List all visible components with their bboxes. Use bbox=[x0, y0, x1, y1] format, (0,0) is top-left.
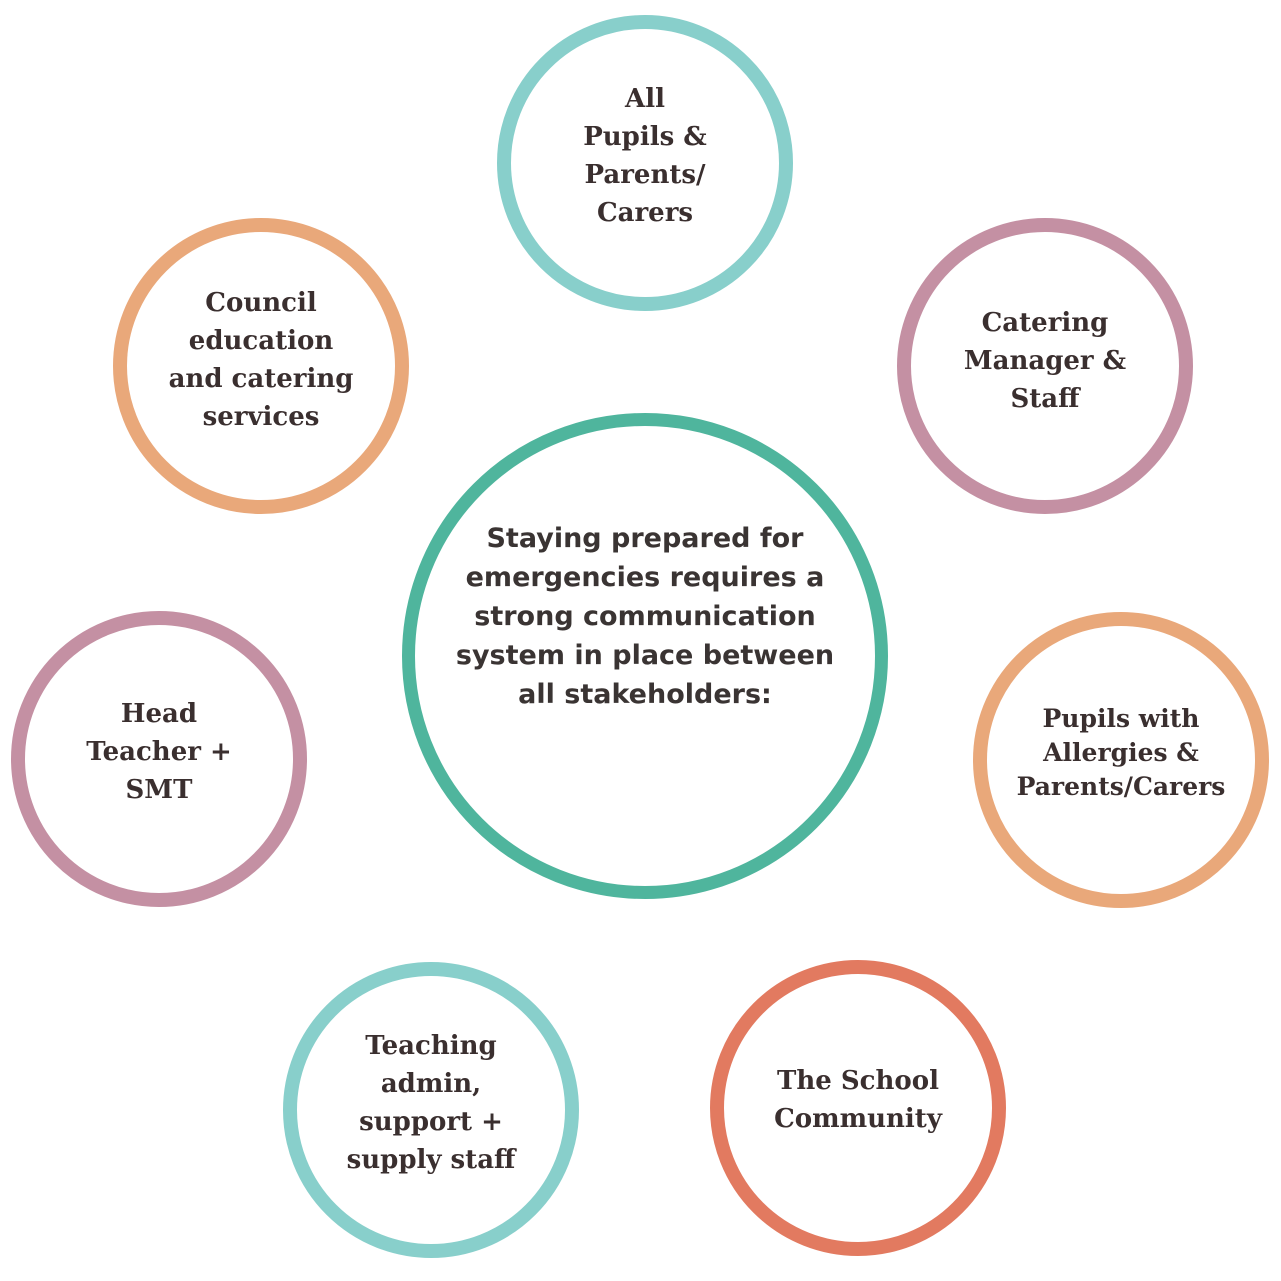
center-circle: Staying prepared for emergencies require… bbox=[402, 413, 888, 899]
stakeholder-label: Catering Manager & Staff bbox=[963, 308, 1127, 414]
stakeholder-circle-teaching-staff: Teaching admin, support + supply staff bbox=[283, 962, 579, 1258]
stakeholder-label: Pupils with Allergies & Parents/Carers bbox=[1016, 704, 1226, 801]
stakeholder-label: Head Teacher + SMT bbox=[86, 699, 232, 805]
stakeholder-circle-council: Council education and catering services bbox=[113, 218, 409, 514]
stakeholder-circle-head-teacher: Head Teacher + SMT bbox=[11, 611, 307, 907]
stakeholder-label: The School Community bbox=[774, 1066, 942, 1134]
stakeholder-circle-allergies: Pupils with Allergies & Parents/Carers bbox=[973, 612, 1269, 908]
center-text: Staying prepared for emergencies require… bbox=[455, 522, 835, 710]
stakeholder-circle-pupils-parents: All Pupils & Parents/ Carers bbox=[497, 15, 793, 311]
stakeholder-label: Teaching admin, support + supply staff bbox=[346, 1031, 516, 1175]
stakeholder-circle-school-community: The School Community bbox=[710, 960, 1006, 1256]
stakeholder-label: Council education and catering services bbox=[168, 288, 354, 432]
stakeholder-label: All Pupils & Parents/ Carers bbox=[583, 84, 707, 228]
stakeholder-circle-catering: Catering Manager & Staff bbox=[897, 218, 1193, 514]
